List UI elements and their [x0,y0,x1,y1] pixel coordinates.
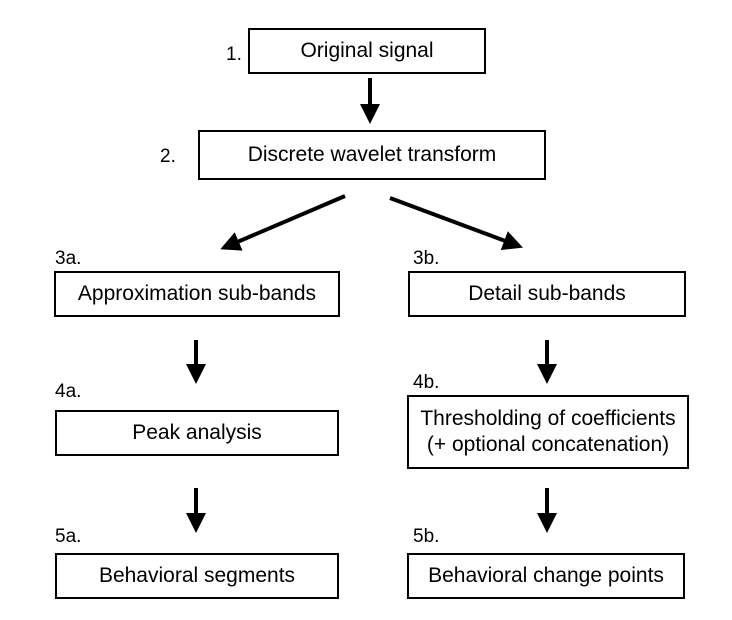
step-label-1: 1. [226,44,242,65]
node-peak-label: Peak analysis [132,420,262,444]
step-label-2: 2. [160,146,176,167]
node-thresholding-of-coefficients: Thresholding of coefficients (+ optional… [407,395,689,469]
node-peak-analysis: Peak analysis [55,410,339,456]
arrow-dwt-to-approx [220,194,346,251]
step-label-3b: 3b. [413,248,440,269]
node-segments-label: Behavioral segments [98,563,296,587]
node-original-signal: Original signal [248,28,486,74]
node-approx-label: Approximation sub-bands [77,281,317,305]
node-detail-label: Detail sub-bands [468,281,626,305]
node-behavioral-segments: Behavioral segments [55,553,339,599]
step-label-5a: 5a. [55,526,82,547]
step-label-4a: 4a. [55,381,82,402]
arrow-dwt-to-detail [389,196,523,250]
node-changepoints-label: Behavioral change points [428,563,664,587]
node-threshold-label-line1: Thresholding of coefficients [420,406,676,430]
step-label-3a: 3a. [55,248,82,269]
node-behavioral-change-points: Behavioral change points [407,553,685,599]
node-original-signal-label: Original signal [300,38,434,62]
node-approximation-sub-bands: Approximation sub-bands [54,271,340,317]
node-discrete-wavelet-transform: Discrete wavelet transform [198,130,546,180]
node-dwt-label: Discrete wavelet transform [247,142,497,166]
node-threshold-label-line2: (+ optional concatenation) [426,433,670,456]
step-label-5b: 5b. [413,526,440,547]
step-label-4b: 4b. [413,372,440,393]
node-detail-sub-bands: Detail sub-bands [408,271,686,317]
